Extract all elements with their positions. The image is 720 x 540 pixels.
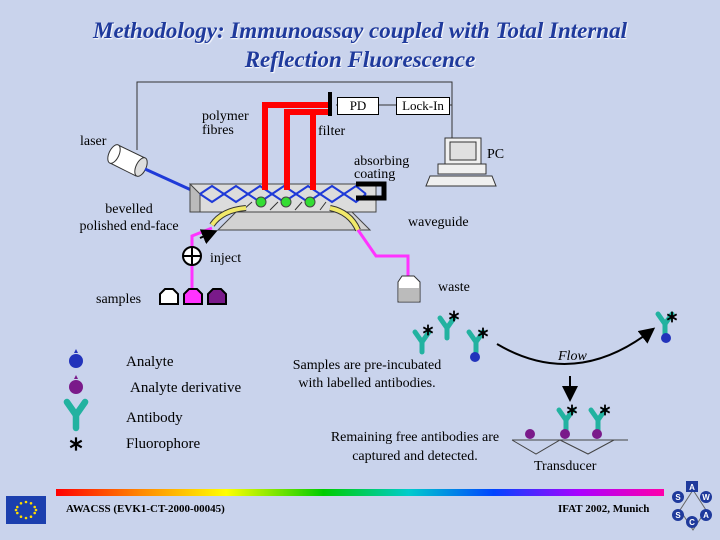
fluorescent-spots <box>242 196 327 211</box>
samples-label: samples <box>96 292 142 307</box>
logo-letter-3: W <box>702 493 710 502</box>
transducer <box>511 403 628 455</box>
polymer-label: polymer <box>202 109 249 124</box>
logo-letter-4: A <box>703 511 709 520</box>
coating-label: coating <box>354 167 396 182</box>
absorbing-coating <box>356 181 387 201</box>
labelled-antibodies-group <box>415 309 489 362</box>
polymer-fibres <box>262 102 328 190</box>
logo-letter-top: A <box>689 483 695 492</box>
title-line-2: Reflection Fluorescence <box>244 47 476 72</box>
rainbow-bar <box>56 489 664 496</box>
eu-stars-icon <box>14 500 38 520</box>
polished-label: polished end-face <box>79 219 179 234</box>
laser-label: laser <box>80 134 107 149</box>
fluorophore-icon <box>69 436 83 452</box>
footer-left-text: AWACSS (EVK1-CT-2000-00045) <box>66 503 225 515</box>
bound-antibody <box>658 310 678 343</box>
legend-fluorophore: Fluorophore <box>126 436 201 452</box>
analyte-icon <box>69 349 83 368</box>
lockin-label: Lock-In <box>402 98 444 113</box>
waste-label: waste <box>438 280 470 295</box>
logo-letter-2: S <box>675 493 681 502</box>
analyte-derivative-icon <box>69 375 83 394</box>
pd-label: PD <box>349 98 367 113</box>
step2-line2: captured and detected. <box>352 449 478 464</box>
bevelled-label: bevelled <box>105 202 153 217</box>
sample-vials <box>159 288 227 305</box>
pc-label: PC <box>487 147 505 162</box>
inject-valve-icon <box>182 246 202 266</box>
logo-letter-5: C <box>689 518 695 527</box>
absorbing-label: absorbing <box>354 154 410 169</box>
flow-channel-left-fill <box>210 206 247 227</box>
inject-label: inject <box>210 251 242 266</box>
awacss-logo: A S W A C S <box>672 481 712 531</box>
step1-line1: Samples are pre-incubated <box>292 358 442 373</box>
waveguide-label: waveguide <box>408 215 469 230</box>
filter <box>328 92 332 116</box>
logo-letter-6: S <box>675 511 681 520</box>
flow-channel-right-fill <box>329 206 360 231</box>
waste-vial <box>397 275 421 303</box>
step1-line2: with labelled antibodies. <box>298 376 436 391</box>
signal-wiring <box>136 81 465 150</box>
slide-title: Methodology: Immunoassay coupled with To… <box>0 16 720 74</box>
legend-analyte: Analyte <box>126 354 174 370</box>
lockin-box: Lock-In <box>396 97 450 115</box>
legend-analyte-derivative: Analyte derivative <box>130 380 242 396</box>
title-line-1: Methodology: Immunoassay coupled with To… <box>93 18 627 43</box>
footer-right-text: IFAT 2002, Munich <box>558 503 650 515</box>
eu-flag <box>6 496 46 524</box>
transducer-label: Transducer <box>534 459 597 474</box>
pc-icon <box>425 137 497 187</box>
filter-label: filter <box>318 124 346 139</box>
legend-antibody: Antibody <box>126 410 183 426</box>
step2-line1: Remaining free antibodies are <box>330 430 500 445</box>
flow-arrow <box>496 327 656 365</box>
fibres-label: fibres <box>202 123 234 138</box>
pd-box: PD <box>337 97 379 115</box>
antibody-icon <box>67 402 85 428</box>
flow-label: Flow <box>558 349 587 364</box>
inject-arrow <box>199 229 218 245</box>
laser-icon <box>107 144 148 177</box>
waveguide <box>189 182 377 231</box>
